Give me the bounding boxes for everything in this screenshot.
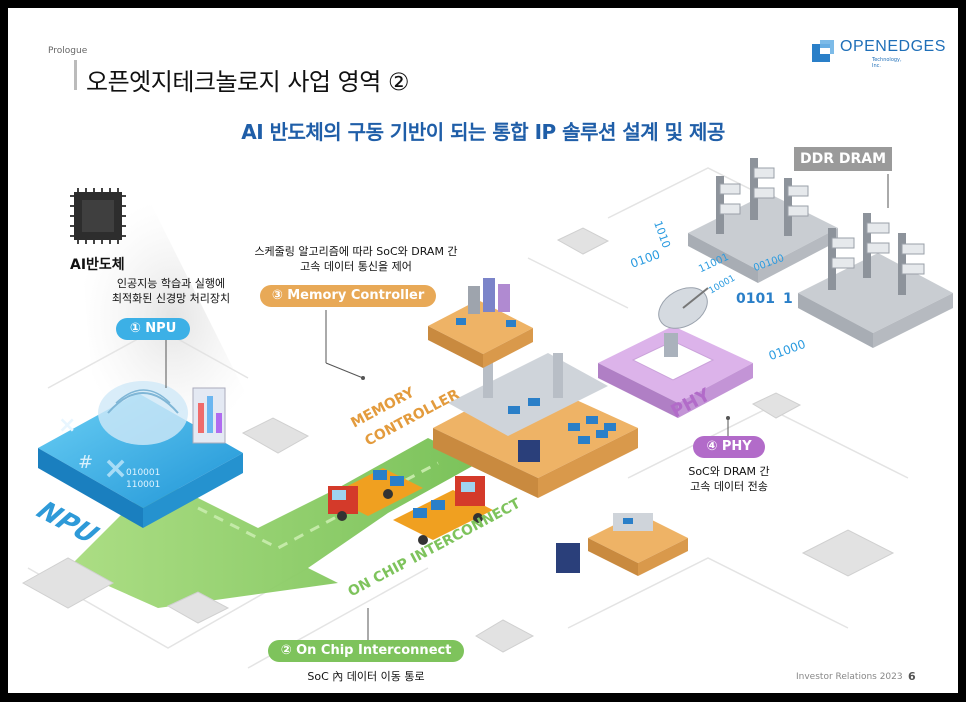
phy-description: SoC와 DRAM 간 고속 데이터 전송 bbox=[668, 464, 790, 494]
headline: AI 반도체의 구동 기반이 되는 통합 IP 솔루션 설계 및 제공 bbox=[241, 120, 725, 144]
page-title: 오픈엣지테크놀로지 사업 영역 ② bbox=[86, 68, 409, 96]
memory-controller-pill: ③ Memory Controller bbox=[260, 285, 436, 307]
phy-description-line-2: 고속 데이터 전송 bbox=[690, 480, 768, 493]
npu-binary-1: 010001 bbox=[126, 468, 161, 478]
logo-mark-icon bbox=[812, 40, 834, 62]
truck-icon-1 bbox=[328, 468, 423, 521]
footer-text: Investor Relations 2023 bbox=[796, 672, 903, 682]
ip-illustration: × × # bbox=[21, 158, 953, 669]
svg-text:#: # bbox=[78, 452, 93, 473]
memory-controller-platform bbox=[433, 353, 638, 498]
decor-blocks bbox=[21, 227, 895, 653]
section-label: Prologue bbox=[48, 46, 88, 56]
ai-chip-icon bbox=[70, 188, 126, 244]
npu-pill: ① NPU bbox=[116, 318, 190, 340]
phy-platform bbox=[598, 326, 753, 418]
memory-controller-description-line-1: 스케줄링 알고리즘에 따라 SoC와 DRAM 간 bbox=[254, 245, 458, 258]
storage-block bbox=[428, 278, 533, 368]
dram-rack-1 bbox=[688, 158, 838, 283]
page-number: 6 bbox=[908, 670, 916, 683]
logo-subtext: Technology, Inc. bbox=[872, 57, 902, 69]
npu-platform: × × # bbox=[38, 381, 243, 528]
interconnect-pill: ② On Chip Interconnect bbox=[268, 640, 464, 662]
interconnect-description: SoC 內 데이터 이동 통로 bbox=[307, 670, 425, 683]
svg-text:×: × bbox=[103, 451, 128, 486]
logo-text: OPENEDGES bbox=[840, 38, 946, 55]
memory-controller-description: 스케줄링 알고리즘에 따라 SoC와 DRAM 간 고속 데이터 통신을 제어 bbox=[236, 244, 476, 274]
npu-description: 인공지능 학습과 실행에 최적화된 신경망 처리장치 bbox=[86, 276, 256, 306]
binary-stream-5: 1 bbox=[783, 291, 793, 307]
ddr-dram-label: DDR DRAM bbox=[794, 147, 892, 171]
dram-rack-2 bbox=[798, 213, 953, 348]
binary-stream-4: 0101 bbox=[736, 291, 775, 307]
svg-text:×: × bbox=[58, 413, 76, 438]
truck-icon-2 bbox=[393, 476, 493, 545]
memory-controller-description-line-2: 고속 데이터 통신을 제어 bbox=[300, 260, 412, 273]
slide: Prologue 오픈엣지테크놀로지 사업 영역 ② OPENEDGES Tec… bbox=[8, 8, 958, 693]
title-divider bbox=[74, 60, 77, 90]
leader-lines bbox=[165, 174, 889, 640]
npu-description-line-2: 최적화된 신경망 처리장치 bbox=[111, 292, 231, 305]
npu-description-line-1: 인공지능 학습과 실행에 bbox=[116, 277, 226, 290]
ai-chip-label: AI반도체 bbox=[70, 257, 125, 273]
phy-pill: ④ PHY bbox=[693, 436, 765, 458]
phy-description-line-1: SoC와 DRAM 간 bbox=[688, 465, 770, 478]
assembly-platform bbox=[556, 513, 688, 576]
satellite-dish-icon bbox=[658, 287, 709, 357]
npu-binary-2: 110001 bbox=[126, 480, 161, 490]
